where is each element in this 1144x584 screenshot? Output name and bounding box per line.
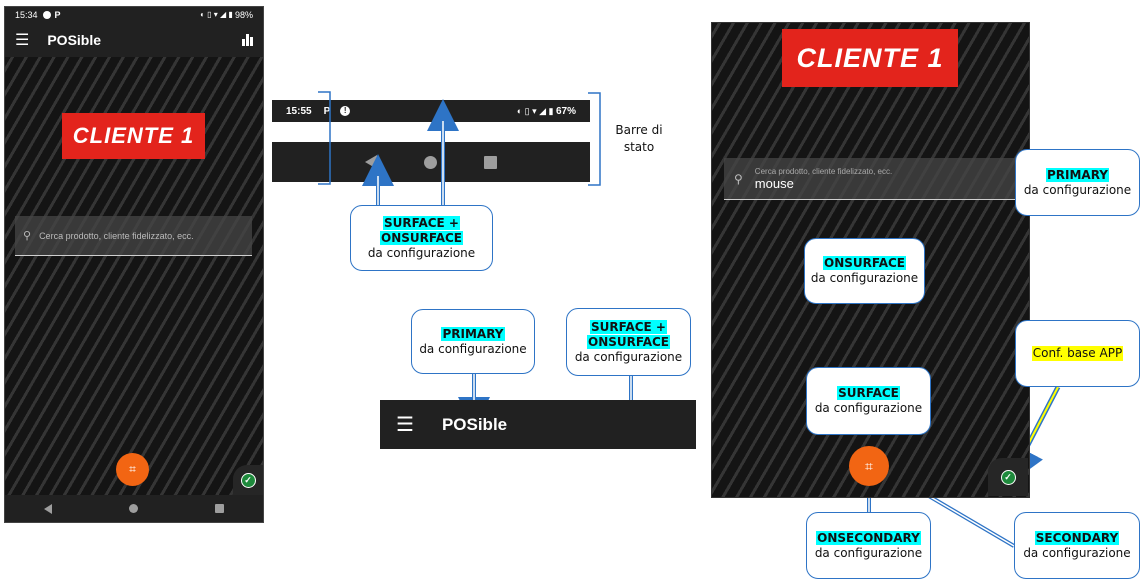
search-input[interactable]: ⚲ Cerca prodotto, cliente fidelizzato, e… [15,216,252,256]
sync-status-tab[interactable]: ✓ [233,465,263,495]
alert-icon: ! [340,106,351,116]
search-icon: ⚲ [23,230,32,242]
callout-search-primary: PRIMARY da configurazione [1015,149,1140,216]
back-icon[interactable] [365,155,378,169]
navigation-bar [5,495,263,522]
sync-check-icon: ✓ [1000,469,1016,485]
app-title: POSible [47,31,102,48]
qr-scan-icon: ⌗ [129,462,136,476]
battery-level: 67% [555,105,576,117]
chart-icon[interactable] [242,33,253,46]
left-phone-screenshot: 15:34 P ◐ ▯ ▾ ◢ ▮ 98% ☰ POSible CLIENTE … [4,6,264,523]
recent-apps-icon[interactable] [483,155,497,169]
search-placeholder: Cerca prodotto, cliente fidelizzato, ecc… [39,230,194,241]
bracket [588,92,601,186]
app-title: POSible [441,414,508,434]
callout-fab-secondary: SECONDARY da configurazione [1014,512,1140,579]
menu-icon[interactable]: ☰ [15,31,30,49]
app-bar-demo: ☰ POSible [380,400,696,449]
callout-fab-surface: SURFACE da configurazione [806,367,931,435]
bracket-annotation [318,91,331,185]
status-time: 15:34 [15,9,38,20]
status-icons: ◐ ▯ ▾ ◢ ▮ [516,105,556,116]
callout-status-surface: SURFACE + ONSURFACE da configurazione [350,205,493,271]
home-icon[interactable] [423,155,437,169]
search-icon: ⚲ [734,171,743,186]
client-logo: CLIENTE 1 [62,113,205,159]
search-input[interactable]: ⚲ Cerca prodotto, cliente fidelizzato, e… [724,158,1024,200]
search-value: mouse [754,175,794,191]
menu-icon[interactable]: ☰ [396,414,414,436]
sync-check-icon: ✓ [240,472,256,488]
parking-app-icon: P [323,105,331,117]
app-bar: ☰ POSible [5,22,263,57]
client-logo: CLIENTE 1 [782,29,958,87]
status-time: 15:55 [286,105,312,117]
callout-appbar-surface: SURFACE + ONSURFACE da configurazione [566,308,691,376]
battery-level: 98% [234,9,253,20]
status-icons: ◐ ▯ ▾ ◢ ▮ [200,10,235,19]
qr-scan-icon: ⌗ [865,457,873,474]
notification-dot-icon [42,10,51,19]
callout-search-onsurface: ONSURFACE da configurazione [804,238,925,304]
recent-apps-icon[interactable] [215,504,225,513]
callout-appbar-primary: PRIMARY da configurazione [411,309,535,374]
search-label: Cerca prodotto, cliente fidelizzato, ecc… [754,166,893,176]
scan-fab-button[interactable]: ⌗ [116,453,149,486]
callout-fab-onsecondary: ONSECONDARY da configurazione [806,512,931,579]
callout-conf-base: Conf. base APP [1015,320,1140,387]
parking-app-icon: P [54,9,61,20]
status-bars-label: Barre di stato [615,123,663,154]
home-icon[interactable] [128,504,138,513]
status-bar: 15:34 P ◐ ▯ ▾ ◢ ▮ 98% [5,7,263,22]
back-icon[interactable] [43,503,52,514]
scan-fab-button[interactable]: ⌗ [849,446,889,486]
sync-status-tab[interactable]: ✓ [988,458,1028,496]
